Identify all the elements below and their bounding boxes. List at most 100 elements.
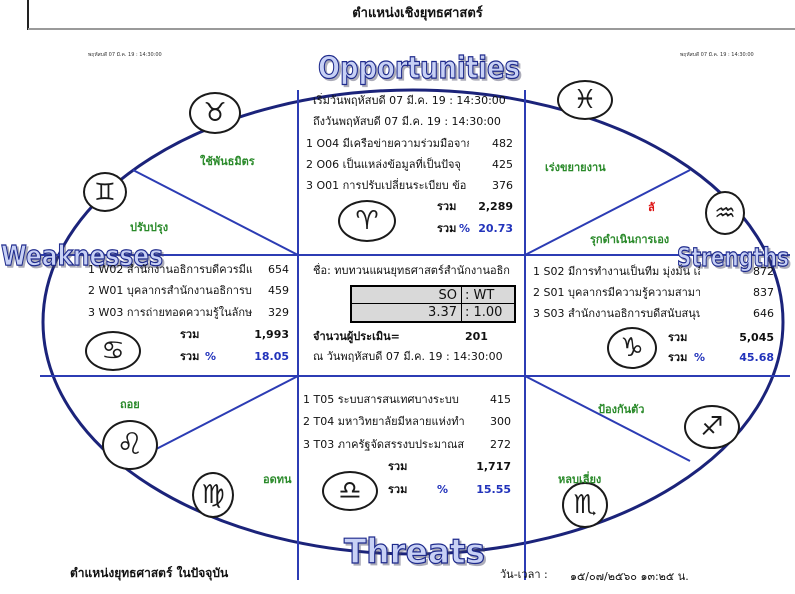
- threats-title: Threats: [344, 532, 485, 572]
- aries-icon: ♈︎: [338, 200, 396, 242]
- weaknesses-percent-row: รวม % 18.05: [180, 349, 289, 367]
- weaknesses-percent-value: 18.05: [254, 350, 289, 363]
- opportunities-title: Opportunities: [318, 51, 520, 86]
- weaknesses-percent-sign: %: [205, 350, 217, 363]
- opportunities-total-row: รวม 2,289: [437, 199, 513, 217]
- opportunity-item: 3 O01 การปรับเปลี่ยนระเบียบ ข้อ 376: [306, 178, 513, 196]
- threats-total-row: รวม 1,717: [388, 459, 511, 477]
- weakness-item-label: 3 W03 การถ่ายทอดความรู้ในลักษ: [88, 306, 252, 319]
- sagittarius-icon: ♐︎: [684, 405, 740, 449]
- strategy-st-lower: หลบเลี่ยง: [558, 473, 602, 486]
- diagonal-bottom-right: [524, 375, 691, 462]
- weaknesses-title: Weaknesses: [1, 239, 163, 272]
- weaknesses-total-value: 1,993: [254, 328, 289, 341]
- libra-icon: ♎︎: [322, 471, 378, 511]
- strategy-st-upper: ป้องกันตัว: [598, 403, 645, 416]
- opportunities-percent-label: รวม: [437, 222, 457, 235]
- pisces-icon: ♓︎: [557, 80, 613, 120]
- threat-item-score: 415: [490, 393, 511, 406]
- weakness-item-label: 1 W02 สำนักงานอธิการบดีควรมีแ: [88, 263, 252, 276]
- strengths-total-label: รวม: [668, 331, 688, 344]
- strength-item-label: 3 S03 สำนักงานอธิการบดีสนับสนุนการ: [533, 307, 700, 320]
- strategy-so-lower: รุกดำเนินการเอง: [590, 233, 670, 246]
- aquarius-icon: ♒︎: [705, 191, 745, 235]
- strategy-so-mark: ลั: [648, 201, 655, 214]
- strengths-title: Strengths: [677, 243, 789, 273]
- opportunities-start-date: เริ่มวันพฤหัสบดี 07 มี.ค. 19 : 14:30:00: [313, 94, 506, 107]
- strategy-wt-upper: ถอย: [120, 398, 140, 411]
- cancer-icon: ♋︎: [85, 331, 141, 371]
- strengths-percent-sign: %: [694, 351, 706, 364]
- strengths-percent-row: รวม % 45.68: [668, 350, 774, 368]
- ratio-header-wt: : WT: [462, 287, 514, 304]
- threats-total-label: รวม: [388, 460, 408, 473]
- opportunity-item: 1 O04 มีเครือข่ายความร่วมมือจาก 482: [306, 136, 513, 154]
- evaluator-count-value: 201: [465, 330, 488, 343]
- timestamp-left: พฤหัสบดี 07 มี.ค. 19 : 14:30:00: [88, 52, 162, 58]
- footer-caption: ตำแหน่งยุทธศาสตร์ ในปัจจุบัน: [70, 566, 229, 580]
- opportunity-item-label: 3 O01 การปรับเปลี่ยนระเบียบ ข้อ: [306, 179, 467, 192]
- opportunities-percent-sign: %: [459, 222, 471, 235]
- opportunities-end-date: ถึงวันพฤหัสบดี 07 มี.ค. 19 : 14:30:00: [313, 115, 501, 128]
- opportunity-item-label: 2 O06 เป็นแหล่งข้อมูลที่เป็นปัจจุ: [306, 158, 461, 171]
- opportunities-total-value: 2,289: [478, 200, 513, 213]
- weaknesses-total-label: รวม: [180, 328, 200, 341]
- strength-item-score: 872: [753, 265, 774, 278]
- strength-item: 1 S02 มีการทำงานเป็นทีม มุ่งมั่น เสียสล …: [533, 264, 774, 282]
- threat-item-score: 300: [490, 415, 511, 428]
- footer-datetime-value: ๑๕/๐๗/๒๕๖๐ ๑๓:๒๕ น.: [570, 570, 689, 583]
- strengths-total-value: 5,045: [739, 331, 774, 344]
- evaluator-count-label: จำนวนผู้ประเมิน=: [313, 330, 400, 343]
- threats-percent-sign: %: [437, 483, 449, 496]
- footer-datetime-label: วัน-เวลา :: [500, 568, 548, 581]
- threat-item-label: 3 T03 ภาครัฐจัดสรรงบประมาณส: [303, 438, 465, 451]
- weakness-item-score: 329: [268, 306, 289, 319]
- strengths-total-row: รวม 5,045: [668, 330, 774, 348]
- threats-percent-value: 15.55: [476, 483, 511, 496]
- page-title: ตำแหน่งเชิงยุทธศาสตร์: [352, 6, 483, 21]
- threat-item-label: 1 T05 ระบบสารสนเทศบางระบบ: [303, 393, 459, 406]
- so-wt-ratio-table: SO : WT 3.37 : 1.00: [350, 285, 516, 323]
- opportunities-percent-row: รวม % 20.73: [437, 221, 513, 239]
- opportunity-item: 2 O06 เป็นแหล่งข้อมูลที่เป็นปัจจุ 425: [306, 157, 513, 175]
- threat-item-label: 2 T04 มหาวิทยาลัยมีหลายแห่งทำ: [303, 415, 465, 428]
- swot-ellipse: [41, 88, 785, 556]
- threat-item: 2 T04 มหาวิทยาลัยมีหลายแห่งทำ 300: [303, 414, 511, 432]
- opportunity-item-label: 1 O04 มีเครือข่ายความร่วมมือจาก: [306, 137, 469, 150]
- weakness-item: 2 W01 บุคลากรสำนักงานอธิการบ 459: [88, 283, 289, 301]
- opportunities-percent-value: 20.73: [478, 222, 513, 235]
- diagonal-top-left: [132, 169, 299, 256]
- diagonal-top-right: [524, 169, 691, 256]
- weakness-item-label: 2 W01 บุคลากรสำนักงานอธิการบ: [88, 284, 252, 297]
- leo-icon: ♌︎: [102, 420, 158, 470]
- strengths-percent-label: รวม: [668, 351, 688, 364]
- opportunities-total-label: รวม: [437, 200, 457, 213]
- weakness-item: 1 W02 สำนักงานอธิการบดีควรมีแ 654: [88, 262, 289, 280]
- strategy-wt-lower: อดทน: [263, 473, 292, 486]
- threat-item: 3 T03 ภาครัฐจัดสรรงบประมาณส 272: [303, 437, 511, 455]
- weakness-item-score: 654: [268, 263, 289, 276]
- strategy-so-upper: เร่งขยายงาน: [545, 161, 606, 174]
- threats-percent-label: รวม: [388, 483, 408, 496]
- strength-item-score: 837: [753, 286, 774, 299]
- strategy-wo-upper: ใช้พันธมิตร: [200, 155, 255, 168]
- opportunity-item-score: 376: [492, 179, 513, 192]
- ratio-value-wt: : 1.00: [465, 305, 503, 320]
- weakness-item: 3 W03 การถ่ายทอดความรู้ในลักษ 329: [88, 305, 289, 323]
- threat-item: 1 T05 ระบบสารสนเทศบางระบบ 415: [303, 392, 511, 410]
- threat-item-score: 272: [490, 438, 511, 451]
- opportunity-item-score: 425: [492, 158, 513, 171]
- capricorn-icon: ♑︎: [607, 327, 657, 369]
- as-of-date: ณ วันพฤหัสบดี 07 มี.ค. 19 : 14:30:00: [313, 350, 503, 363]
- strengths-percent-value: 45.68: [739, 351, 774, 364]
- scorpio-icon: ♏︎: [562, 482, 608, 528]
- threats-total-value: 1,717: [476, 460, 511, 473]
- strength-item: 3 S03 สำนักงานอธิการบดีสนับสนุนการ 646: [533, 306, 774, 324]
- virgo-icon: ♍︎: [192, 472, 234, 518]
- weaknesses-total-row: รวม 1,993: [180, 327, 289, 345]
- strategy-wo-lower: ปรับปรุง: [130, 221, 169, 234]
- weakness-item-score: 459: [268, 284, 289, 297]
- ratio-header-so: SO: [352, 287, 462, 304]
